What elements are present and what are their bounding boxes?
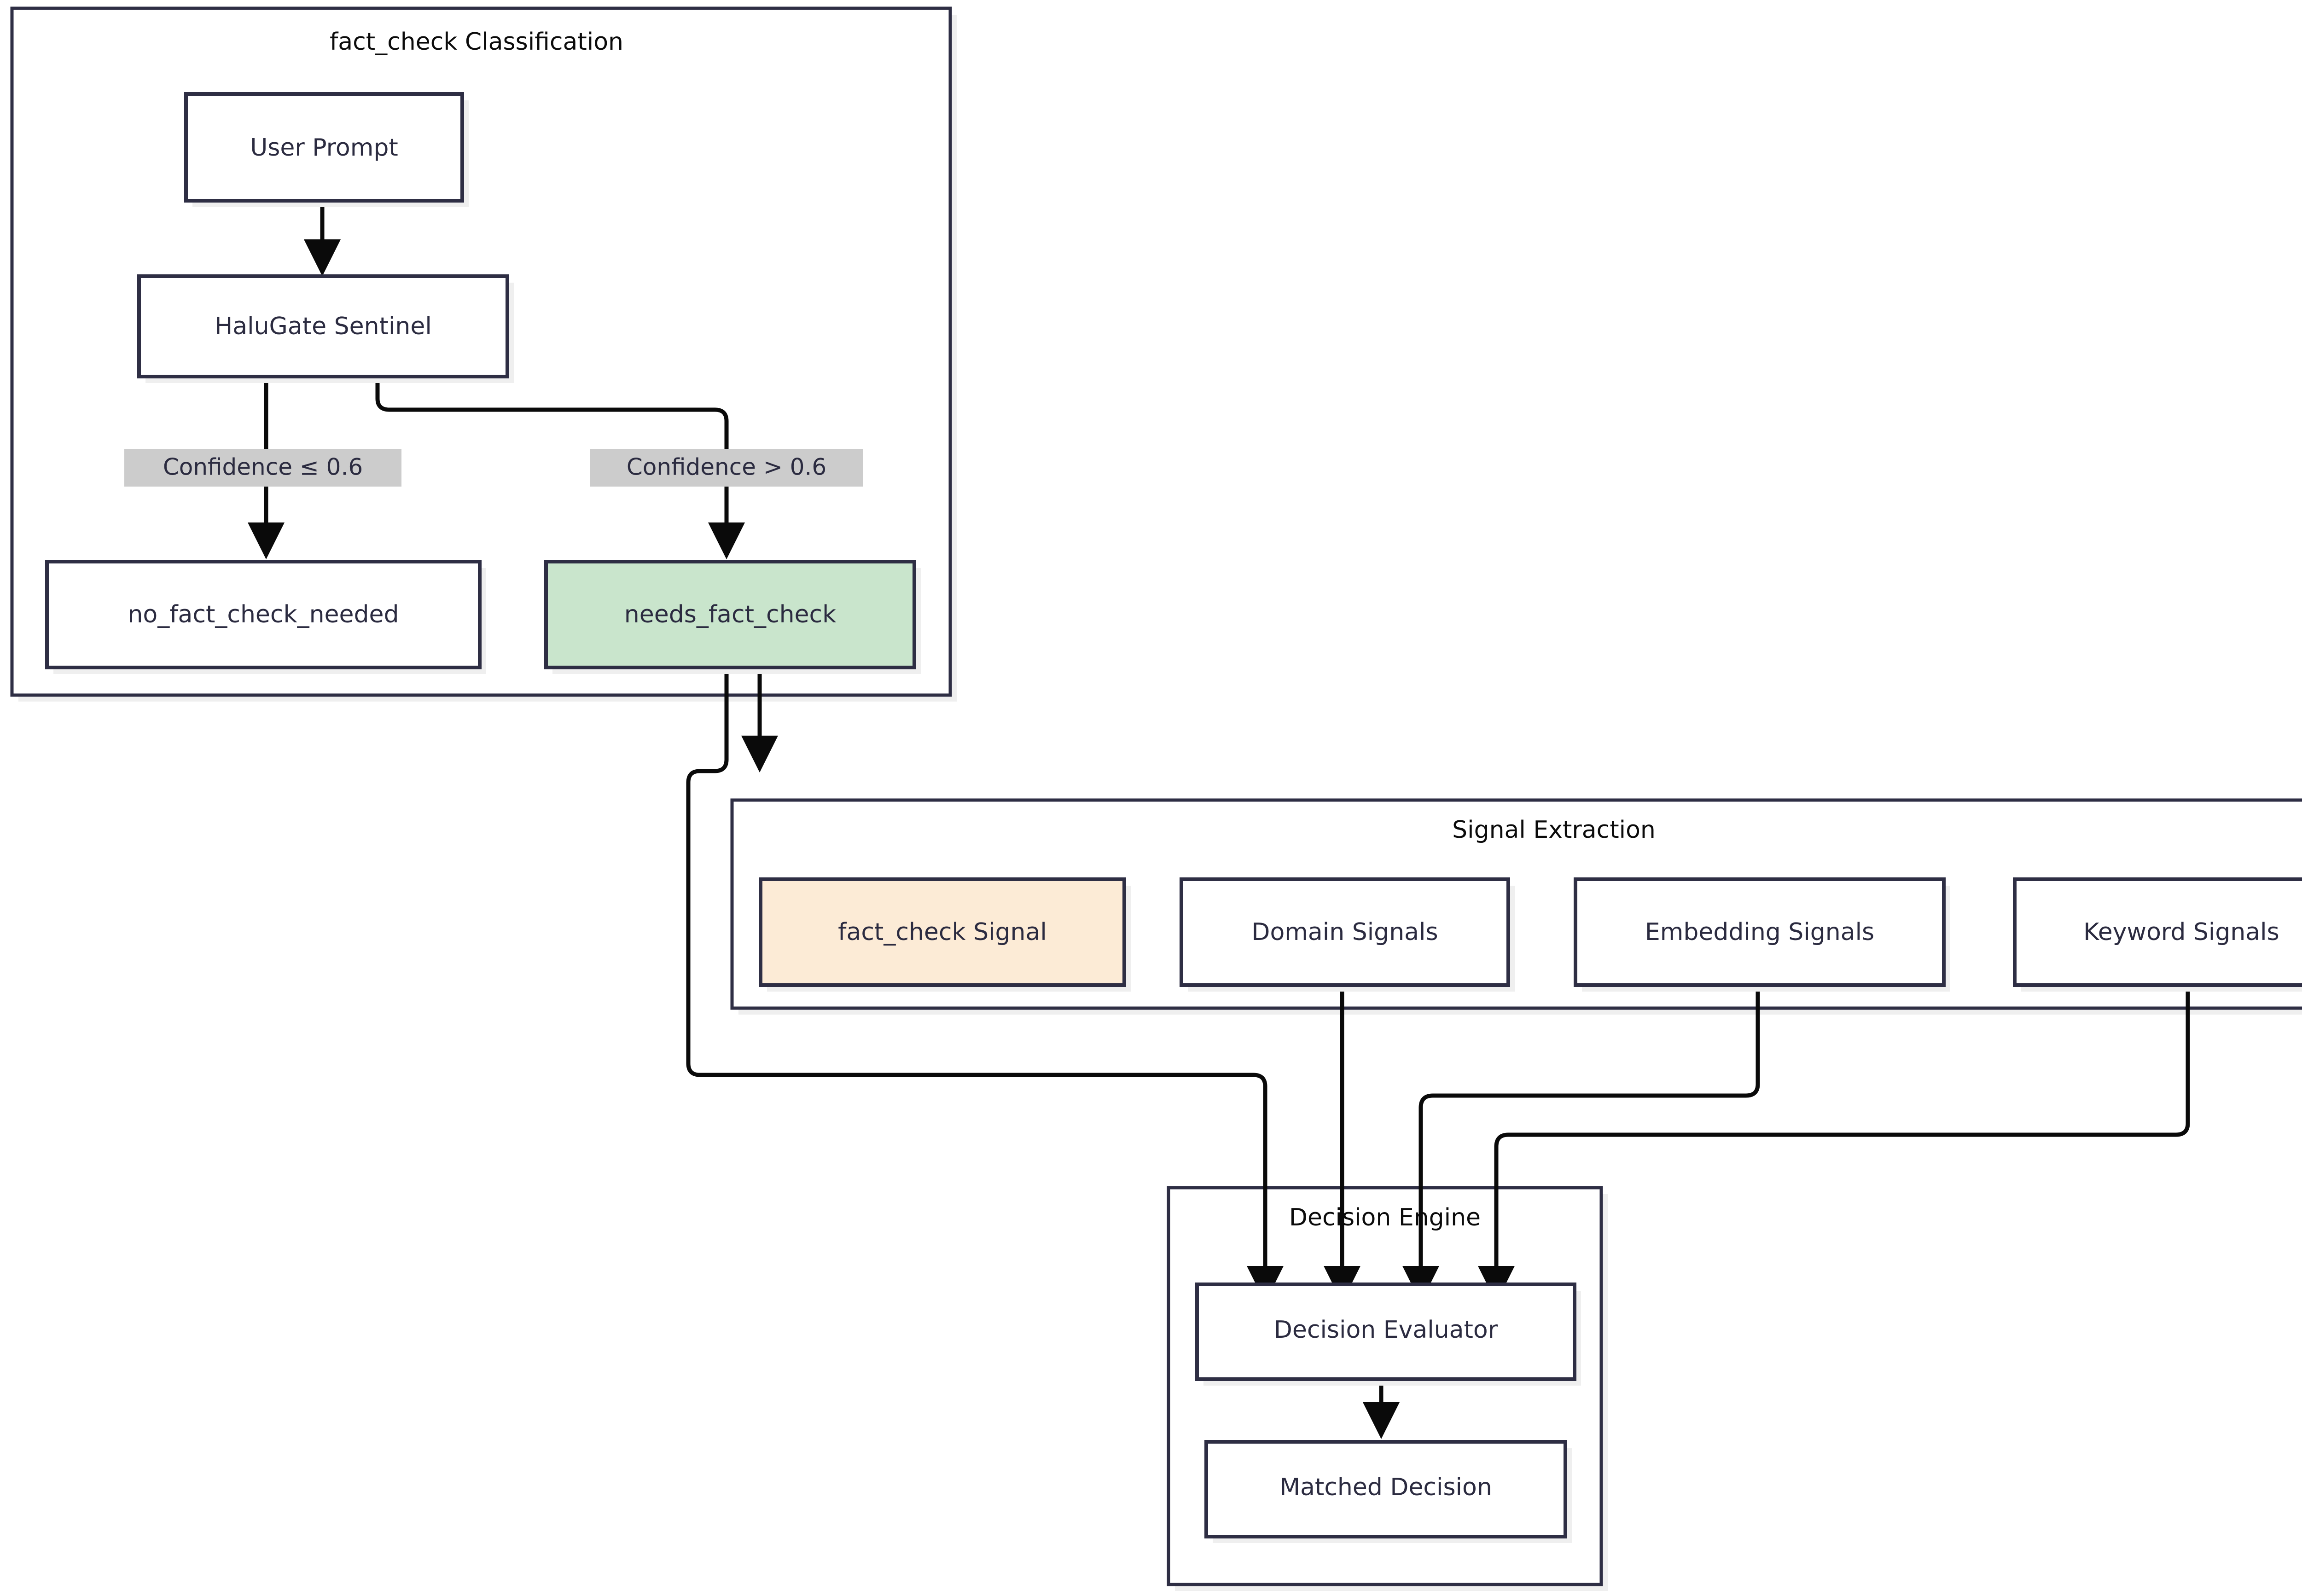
- node-no-fact-check-needed[interactable]: no_fact_check_needed: [45, 560, 486, 674]
- node-label-fact-check-signal: fact_check Signal: [838, 918, 1047, 946]
- arrowhead: [304, 239, 341, 276]
- cluster-title-decision-engine: Decision Engine: [1289, 1204, 1481, 1231]
- edge-label-background: [124, 449, 401, 487]
- node-user-prompt[interactable]: User Prompt: [184, 92, 469, 207]
- arrowhead: [1363, 1402, 1400, 1439]
- node-layer: User Prompt HaluGate Sentinel no_fact_ch…: [45, 92, 2302, 1543]
- node-box[interactable]: [1204, 1440, 1567, 1538]
- node-box[interactable]: [137, 274, 509, 378]
- node-box[interactable]: [184, 92, 464, 203]
- node-box[interactable]: [45, 560, 482, 669]
- edge-label-low-confidence-text: Confidence ≤ 0.6: [163, 454, 363, 481]
- node-label-decision-evaluator: Decision Evaluator: [1274, 1316, 1498, 1344]
- node-domain-signals[interactable]: Domain Signals: [1180, 877, 1515, 992]
- node-decision-evaluator[interactable]: Decision Evaluator: [1195, 1283, 1581, 1386]
- node-label-matched-decision: Matched Decision: [1279, 1474, 1492, 1501]
- node-box[interactable]: [1180, 877, 1510, 987]
- arrowhead: [708, 522, 745, 559]
- edge-label-high-confidence-text: Confidence > 0.6: [627, 454, 826, 481]
- edge-label-background: [590, 449, 863, 487]
- cluster-title-fact-check-classification: fact_check Classification: [330, 28, 623, 56]
- node-label-needs-fact-check: needs_fact_check: [624, 601, 836, 628]
- arrowhead: [248, 522, 285, 559]
- node-needs-fact-check[interactable]: needs_fact_check: [544, 560, 921, 674]
- edge-halugate-to-needs-fact-check: [375, 377, 745, 559]
- node-keyword-signals[interactable]: Keyword Signals: [2013, 877, 2302, 992]
- edge-label-layer: Confidence ≤ 0.6 Confidence > 0.6: [124, 449, 863, 487]
- node-box[interactable]: [1195, 1283, 1576, 1381]
- edge-layer: [248, 201, 2190, 1439]
- node-box[interactable]: [759, 877, 1126, 987]
- edge-label-high-confidence: Confidence > 0.6: [590, 449, 863, 487]
- node-label-halugate-sentinel: HaluGate Sentinel: [215, 313, 432, 340]
- node-embedding-signals[interactable]: Embedding Signals: [1574, 877, 1950, 992]
- node-label-embedding-signals: Embedding Signals: [1645, 918, 1874, 946]
- node-label-no-fact-check-needed: no_fact_check_needed: [128, 601, 399, 628]
- node-label-user-prompt: User Prompt: [250, 134, 398, 162]
- node-box[interactable]: [1574, 877, 1946, 987]
- node-halugate-sentinel[interactable]: HaluGate Sentinel: [137, 274, 514, 383]
- node-box[interactable]: [544, 560, 916, 669]
- edge-user-prompt-to-halugate-sentinel: [304, 201, 341, 276]
- node-fact-check-signal[interactable]: fact_check Signal: [759, 877, 1131, 992]
- node-matched-decision[interactable]: Matched Decision: [1204, 1440, 1572, 1543]
- node-box[interactable]: [2013, 877, 2302, 987]
- edge-label-low-confidence: Confidence ≤ 0.6: [124, 449, 401, 487]
- edge-needs-fact-check-to-fact-check-signal: [741, 668, 778, 772]
- arrowhead: [741, 736, 778, 772]
- node-label-domain-signals: Domain Signals: [1251, 918, 1438, 946]
- node-label-keyword-signals: Keyword Signals: [2083, 918, 2279, 946]
- cluster-title-signal-extraction: Signal Extraction: [1452, 816, 1656, 844]
